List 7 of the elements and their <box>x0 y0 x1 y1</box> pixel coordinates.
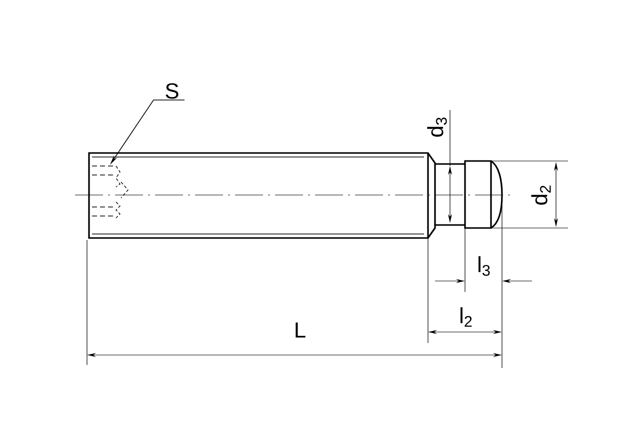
dimension-label: d$_{3}$ <box>427 118 447 137</box>
dimension-label: S <box>166 83 178 99</box>
dimension-label: L <box>296 322 306 338</box>
dimension-label: d$_{2}$ <box>531 186 551 205</box>
dimension-label: l$_{3}$ <box>478 256 490 276</box>
socket-drawing <box>92 166 128 218</box>
dimension-label: l$_{2}$ <box>460 307 472 327</box>
